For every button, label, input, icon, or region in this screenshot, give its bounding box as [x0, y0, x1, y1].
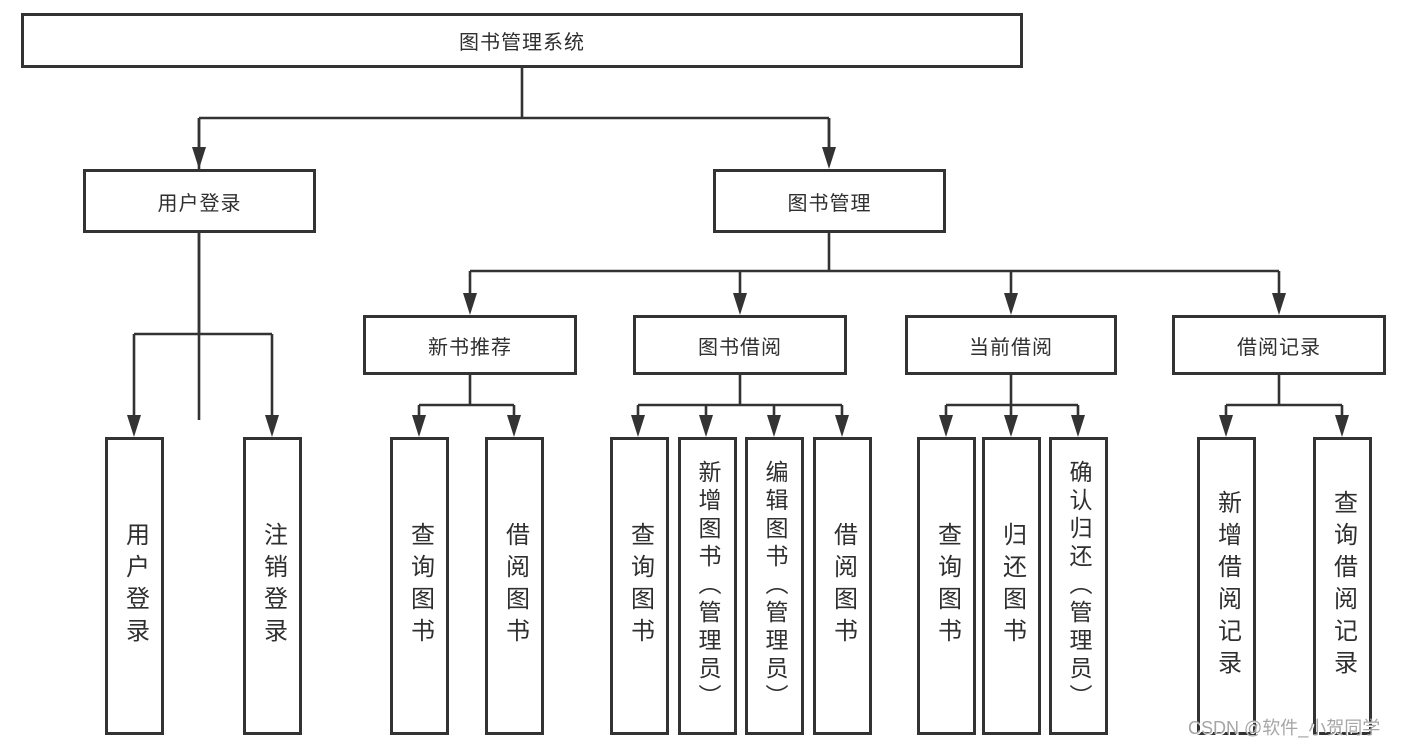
arrowheads — [127, 147, 1349, 437]
node-label: 图书管理系统 — [459, 32, 585, 54]
leaf-borrow-books-recommend: 借阅图书 — [485, 437, 544, 735]
node-new-book-recommendation: 新书推荐 — [363, 315, 577, 375]
node-label: 新书推荐 — [428, 336, 512, 359]
leaf-label: 编辑图书（管理员） — [762, 460, 788, 712]
node-label: 当前借阅 — [969, 336, 1053, 359]
leaf-query-books-current: 查询图书 — [917, 437, 976, 735]
node-current-borrowing: 当前借阅 — [905, 315, 1117, 375]
leaf-label: 确认归还（管理员） — [1066, 460, 1092, 712]
leaf-label: 借阅图书 — [501, 522, 529, 650]
csdn-watermark: CSDN @软件_小贺同学 — [1188, 718, 1381, 738]
leaf-edit-books-admin: 编辑图书（管理员） — [745, 437, 804, 735]
leaf-label: 用户登录 — [121, 522, 149, 650]
node-label: 用户登录 — [157, 192, 242, 215]
leaf-label: 查询图书 — [406, 522, 434, 650]
node-book-management: 图书管理 — [713, 169, 946, 233]
node-borrowing-records: 借阅记录 — [1172, 315, 1386, 375]
leaf-label: 查询图书 — [933, 522, 961, 650]
leaf-label: 借阅图书 — [829, 522, 857, 650]
node-book-borrowing: 图书借阅 — [633, 315, 847, 375]
leaf-query-books-borrow: 查询图书 — [610, 437, 669, 735]
leaf-return-books: 归还图书 — [982, 437, 1041, 735]
node-user-login: 用户登录 — [83, 169, 316, 233]
leaf-confirm-return-admin: 确认归还（管理员） — [1049, 437, 1108, 735]
leaf-label: 新增图书（管理员） — [695, 460, 721, 712]
leaf-logout: 注销登录 — [243, 437, 302, 735]
leaf-label: 新增借阅记录 — [1213, 490, 1241, 682]
leaf-label: 注销登录 — [259, 522, 287, 650]
leaf-label: 归还图书 — [998, 522, 1026, 650]
node-library-management-system: 图书管理系统 — [21, 13, 1023, 68]
node-label: 借阅记录 — [1237, 336, 1321, 359]
leaf-query-borrow-record: 查询借阅记录 — [1313, 437, 1372, 735]
leaf-add-borrow-record: 新增借阅记录 — [1197, 437, 1256, 735]
leaf-query-books-recommend: 查询图书 — [390, 437, 449, 735]
leaf-label: 查询图书 — [626, 522, 654, 650]
leaf-label: 查询借阅记录 — [1329, 490, 1357, 682]
node-label: 图书管理 — [787, 192, 872, 215]
leaf-borrow-books: 借阅图书 — [813, 437, 872, 735]
leaf-add-books-admin: 新增图书（管理员） — [678, 437, 737, 735]
leaf-user-login: 用户登录 — [105, 437, 164, 735]
node-label: 图书借阅 — [698, 336, 782, 359]
